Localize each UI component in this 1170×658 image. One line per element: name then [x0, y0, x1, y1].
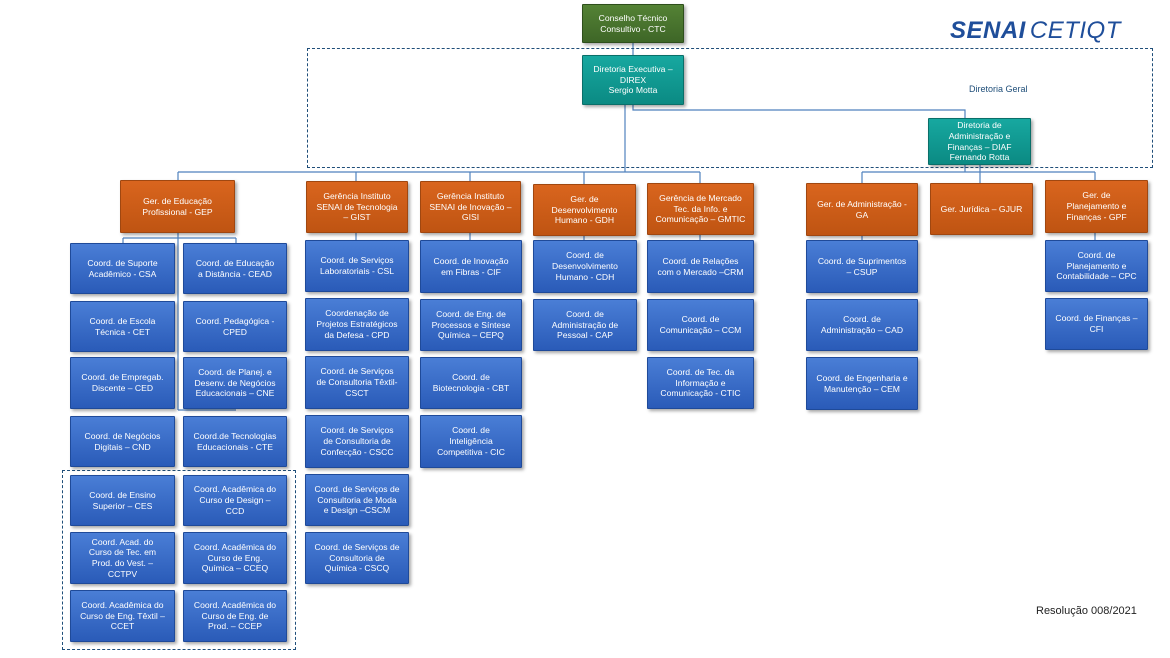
coord-cbt-box: Coord. de Biotecnologia - CBT: [420, 357, 522, 409]
coord-cem-box: Coord. de Engenharia e Manutenção – CEM: [806, 357, 918, 410]
coord-cte-box: Coord.de Tecnologias Educacionais - CTE: [183, 416, 287, 467]
coord-cpc-box: Coord. de Planejamento e Contabilidade –…: [1045, 240, 1148, 292]
coord-cet-box: Coord. de Escola Técnica - CET: [70, 301, 175, 352]
gpf-box: Ger. de Planejamento e Finanças - GPF: [1045, 180, 1148, 233]
coord-ces-box: Coord. de Ensino Superior – CES: [70, 475, 175, 526]
gmtic-box: Gerência de Mercado Tec. da Info. e Comu…: [647, 183, 754, 235]
coord-cap-box: Coord. de Administração de Pessoal - CAP: [533, 299, 637, 351]
coord-ccep-box: Coord. Acadêmica do Curso de Eng. de Pro…: [183, 590, 287, 642]
coord-cif-box: Coord. de Inovação em Fibras - CIF: [420, 240, 522, 293]
coord-cscq-box: Coord. de Serviços de Consultoria de Quí…: [305, 532, 409, 584]
gjur-box: Ger. Jurídica – GJUR: [930, 183, 1033, 235]
coord-ced-box: Coord. de Empregab. Discente – CED: [70, 357, 175, 409]
ga-box: Ger. de Administração - GA: [806, 183, 918, 236]
gep-box: Ger. de Educação Profissional - GEP: [120, 180, 235, 233]
diretoria-geral-label: Diretoria Geral: [969, 84, 1028, 94]
resolution-label: Resolução 008/2021: [1036, 605, 1137, 617]
coord-crm-box: Coord. de Relações com o Mercado –CRM: [647, 240, 754, 293]
coord-ccd-box: Coord. Acadêmica do Curso de Design – CC…: [183, 475, 287, 526]
logo-brand: SENAI: [950, 17, 1026, 44]
coord-cead-box: Coord. de Educação a Distância - CEAD: [183, 243, 287, 294]
coord-csct-box: Coord. de Serviços de Consultoria Têxtil…: [305, 356, 409, 409]
coord-cscm-box: Coord. de Serviços de Consultoria de Mod…: [305, 474, 409, 526]
gist-box: Gerência Instituto SENAI de Tecnologia –…: [306, 181, 408, 233]
coord-cne-box: Coord. de Planej. e Desenv. de Negócios …: [183, 357, 287, 409]
coord-csup-box: Coord. de Suprimentos – CSUP: [806, 240, 918, 293]
coord-cscc-box: Coord. de Serviços de Consultoria de Con…: [305, 415, 409, 468]
coord-cic-box: Coord. de Inteligência Competitiva - CIC: [420, 415, 522, 468]
coord-cnd-box: Coord. de Negócios Digitais – CND: [70, 416, 175, 467]
gdh-box: Ger. de Desenvolvimento Humano - GDH: [533, 184, 636, 236]
ctc-box: Conselho Técnico Consultivo - CTC: [582, 4, 684, 43]
coord-cad-box: Coord. de Administração – CAD: [806, 299, 918, 351]
gisi-box: Gerência Instituto SENAI de Inovação – G…: [420, 181, 521, 233]
logo-sub: CETIQT: [1029, 17, 1121, 44]
coord-cceq-box: Coord. Acadêmica do Curso de Eng. Químic…: [183, 532, 287, 584]
coord-csa-box: Coord. de Suporte Acadêmico - CSA: [70, 243, 175, 294]
academic-courses-frame: [62, 470, 296, 650]
coord-cpd-box: Coordenação de Projetos Estratégicos da …: [305, 298, 409, 351]
coord-ccet-box: Coord. Acadêmica do Curso de Eng. Têxtil…: [70, 590, 175, 642]
coord-cdh-box: Coord. de Desenvolvimento Humano - CDH: [533, 240, 637, 293]
coord-cepq-box: Coord. de Eng. de Processos e Síntese Qu…: [420, 299, 522, 351]
coord-ccm-box: Coord. de Comunicação – CCM: [647, 299, 754, 351]
coord-cped-box: Coord. Pedagógica - CPED: [183, 301, 287, 352]
coord-cctpv-box: Coord. Acad. do Curso de Tec. em Prod. d…: [70, 532, 175, 584]
coord-csl-box: Coord. de Serviços Laboratoriais - CSL: [305, 240, 409, 292]
coord-cfi-box: Coord. de Finanças – CFI: [1045, 298, 1148, 350]
diretoria-geral-frame: [307, 48, 1153, 168]
direx-box: Diretoria Executiva – DIREX Sergio Motta: [582, 55, 684, 105]
diaf-box: Diretoria de Administração e Finanças – …: [928, 118, 1031, 165]
coord-ctic-box: Coord. de Tec. da Informação e Comunicaç…: [647, 357, 754, 409]
